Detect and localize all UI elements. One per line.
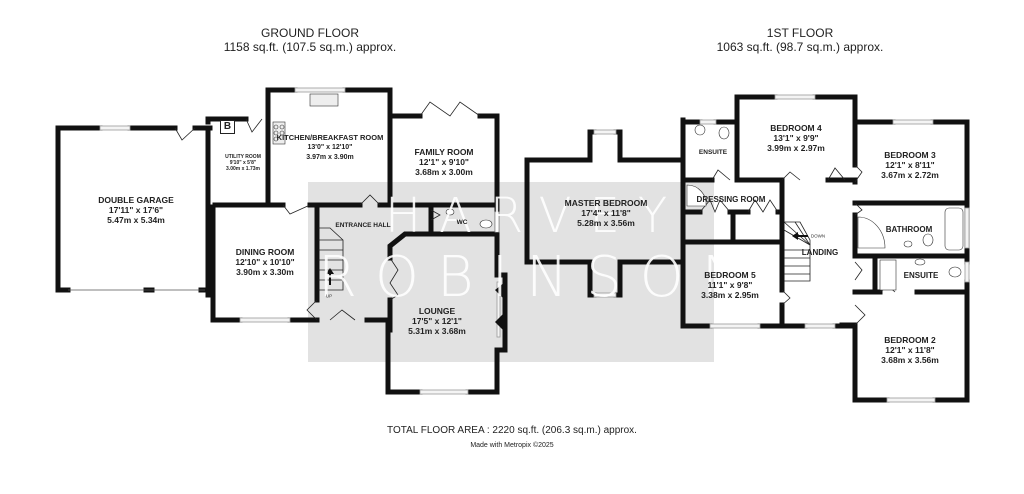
ground-floor-header: GROUND FLOOR 1158 sq.ft. (107.5 sq.m.) a…: [190, 26, 430, 54]
room-lounge: LOUNGE 17'5" x 12'1" 5.31m x 3.68m: [408, 306, 466, 336]
first-floor-area: 1063 sq.ft. (98.7 sq.m.) approx.: [716, 40, 884, 54]
room-double-garage: DOUBLE GARAGE 17'11" x 17'6" 5.47m x 5.3…: [98, 195, 174, 225]
watermark-line-2: ROBINSON: [318, 245, 762, 310]
room-utility: UTILITY ROOM 9'10" x 5'8" 3.00m x 1.73m: [225, 154, 261, 172]
room-master-bedroom: MASTER BEDROOM 17'4" x 11'8" 5.28m x 3.5…: [564, 198, 648, 228]
first-floor-header: 1ST FLOOR 1063 sq.ft. (98.7 sq.m.) appro…: [680, 26, 920, 54]
ground-floor-area: 1158 sq.ft. (107.5 sq.m.) approx.: [223, 40, 397, 54]
room-ensuite-master: ENSUITE: [698, 149, 728, 156]
stairs-down-label: DOWN: [810, 233, 826, 239]
room-dining: DINING ROOM 12'10" x 10'10" 3.90m x 3.30…: [235, 247, 295, 277]
watermark-panel: [308, 182, 714, 362]
room-entrance-hall: ENTRANCE HALL: [335, 222, 391, 229]
room-kitchen-breakfast: KITCHEN/BREAKFAST ROOM 13'0" x 12'10" 3.…: [276, 133, 384, 161]
ground-floor-title: GROUND FLOOR: [260, 26, 359, 40]
room-bedroom-3: BEDROOM 3 12'1" x 8'11" 3.67m x 2.72m: [881, 150, 939, 180]
room-bedroom-5: BEDROOM 5 11'1" x 9'8" 3.38m x 2.95m: [701, 270, 759, 300]
stairs-up-label: UP: [325, 293, 333, 299]
room-bathroom: BATHROOM: [885, 225, 933, 234]
boiler-marker: B: [220, 120, 235, 134]
first-floor-title: 1ST FLOOR: [766, 26, 834, 40]
room-wc: WC: [456, 219, 468, 226]
room-bedroom-4: BEDROOM 4 13'1" x 9'9" 3.99m x 2.97m: [767, 123, 825, 153]
watermark-line-1: HARVEY: [385, 188, 686, 244]
room-family: FAMILY ROOM 12'1" x 9'10" 3.68m x 3.00m: [414, 147, 474, 177]
credit-line: Made with Metropix ©2025: [470, 442, 554, 449]
room-bedroom-2: BEDROOM 2 12'1" x 11'8" 3.68m x 3.56m: [881, 335, 939, 365]
total-floor-area: TOTAL FLOOR AREA : 2220 sq.ft. (206.3 sq…: [387, 425, 637, 436]
room-dressing: DRESSING ROOM: [696, 195, 766, 204]
room-landing: LANDING: [801, 248, 839, 257]
room-ensuite-2: ENSUITE: [903, 271, 939, 280]
